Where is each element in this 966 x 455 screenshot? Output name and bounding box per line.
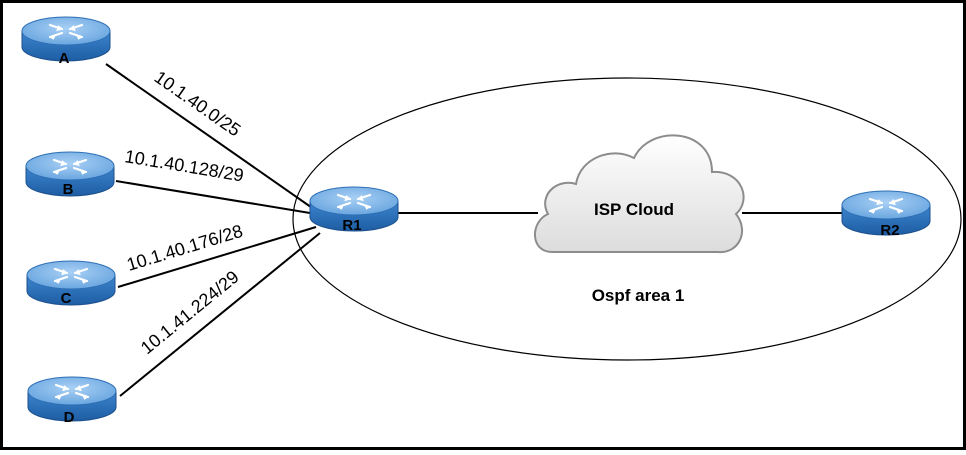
router-a: A (20, 15, 112, 67)
link-c-r1 (117, 226, 317, 288)
router-r2: R2 (840, 189, 932, 239)
router-c: C (25, 259, 117, 307)
link-a-r1 (105, 63, 319, 213)
link-b-r1 (115, 180, 317, 215)
router-label-r2: R2 (880, 222, 899, 239)
link-label-a: 10.1.40.0/25 (151, 67, 245, 141)
link-d-r1 (119, 232, 321, 397)
router-label-r1: R1 (342, 217, 361, 234)
router-label-b: B (63, 181, 74, 198)
router-d: D (26, 375, 118, 426)
router-label-d: D (64, 409, 75, 426)
router-r1: R1 (308, 185, 400, 234)
link-label-b: 10.1.40.128/29 (123, 146, 245, 185)
area-label: Ospf area 1 (592, 286, 685, 305)
cloud-label: ISP Cloud (594, 200, 674, 219)
ospf-area-boundary (292, 77, 962, 361)
router-b: B (24, 150, 116, 198)
link-label-d: 10.1.41.224/29 (137, 267, 243, 358)
router-label-a: A (59, 50, 70, 67)
router-label-c: C (61, 290, 72, 307)
cloud-icon (534, 134, 745, 254)
